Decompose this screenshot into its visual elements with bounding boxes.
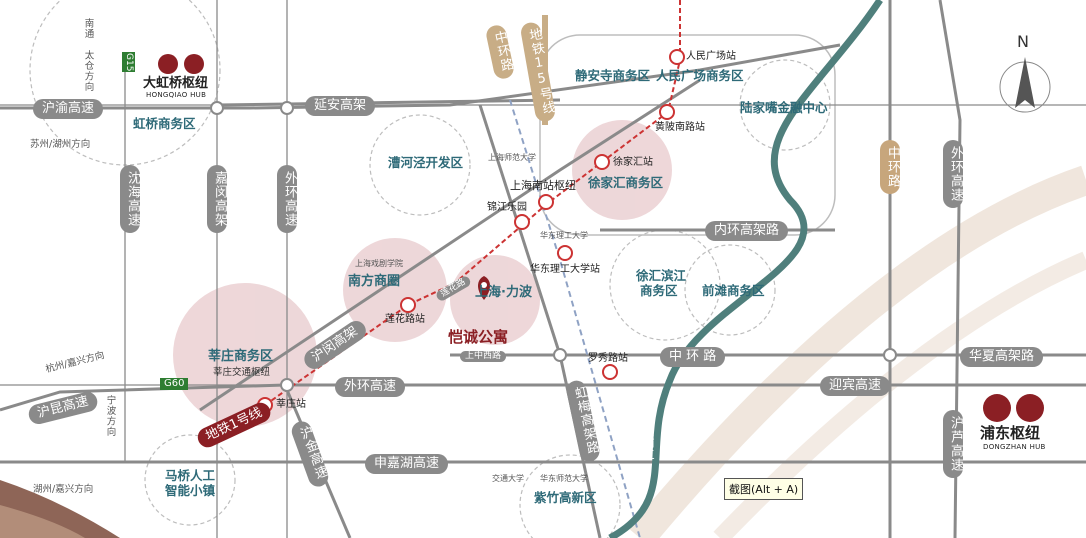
road-label-shenjiahu: 申嘉湖高速 <box>365 454 449 474</box>
station-xinzhuang[interactable]: 莘庄站 <box>276 399 306 410</box>
road-label-waihuan-v: 外环高速 <box>277 165 297 233</box>
poi-shsf: 上海师范大学 <box>488 153 536 162</box>
station-luoxiu[interactable]: 罗秀路站 <box>588 353 628 364</box>
station-renmin[interactable]: 人民广场站 <box>686 51 736 62</box>
zone-xuhui-2: 商务区 <box>640 283 678 298</box>
station-xujiahui[interactable]: 徐家汇站 <box>613 157 653 168</box>
river-label-huangpu: 黄浦江 <box>642 425 655 461</box>
road-label-waihuan-h: 外环高速 <box>335 377 406 397</box>
road-label-waihuan-east: 外环高速 <box>943 140 963 208</box>
zone-xinzhuang-hub: 莘庄交通枢纽 <box>213 367 271 378</box>
zone-hongqiao: 虹桥商务区 <box>133 116 196 131</box>
hub-hongqiao-name: 大虹桥枢纽 <box>143 76 209 91</box>
hub-pudong-name: 浦东枢纽 <box>980 424 1041 442</box>
project-pin-graphic <box>478 276 490 300</box>
road-shield-g60: G60 <box>160 378 189 390</box>
zone-qiantan: 前滩商务区 <box>702 283 765 298</box>
zone-nanfang: 南方商圈 <box>348 274 401 289</box>
road-label-jiamin: 嘉闵高架 <box>207 165 227 233</box>
poi-shxj: 上海戏剧学院 <box>355 259 403 268</box>
road-label-yanan: 延安高架 <box>305 96 376 116</box>
road-shield-g15: G15 <box>122 52 135 73</box>
direction-suzhou: 苏州/湖州方向 <box>30 139 91 150</box>
zone-caohejing: 漕河泾开发区 <box>388 155 464 170</box>
poi-hdlg: 华东理工大学 <box>540 231 588 240</box>
zone-xujiahui: 徐家汇商务区 <box>588 175 664 190</box>
direction-nantong-1: 南通 <box>82 18 94 39</box>
dash-circle-zizhu <box>519 454 621 538</box>
direction-ningbo: 宁波方向 <box>104 395 116 437</box>
hub-hongqiao-en: HONGQIAO HUB <box>146 91 207 99</box>
compass-north-label: N <box>1017 32 1029 51</box>
zone-xuhui-1: 徐汇滨江 <box>636 268 687 283</box>
zone-circle-libo <box>450 255 540 345</box>
station-shnan[interactable]: 上海南站枢纽 <box>510 179 576 192</box>
road-label-zhonghuan-2: 中环路 <box>880 140 900 194</box>
station-hualigong[interactable]: 华东理工大学站 <box>530 264 600 275</box>
project-name[interactable]: 恺诚公寓 <box>448 328 509 346</box>
screenshot-tooltip: 截图(Alt + A) <box>724 478 804 500</box>
direction-huzhou: 湖州/嘉兴方向 <box>33 484 94 495</box>
direction-nantong-2: 太仓方向 <box>82 50 94 92</box>
hub-pudong-en: DONGZHAN HUB <box>983 443 1046 451</box>
road-label-shangzhong: 上中西路 <box>460 351 507 363</box>
road-label-hulu: 沪芦高速 <box>943 410 963 478</box>
zone-maqiao-2: 智能小镇 <box>165 483 216 498</box>
dash-circle-xuhui <box>609 229 721 341</box>
dash-circle-qiantan <box>684 244 776 336</box>
pudong-hub-icons <box>983 394 1044 422</box>
road-humin <box>199 78 701 412</box>
road-label-zhonghuan-h: 中 环 路 <box>660 347 726 367</box>
dash-circle-caohejing <box>369 114 471 216</box>
poi-jtdx: 交通大学 <box>492 474 524 483</box>
road-yanan <box>216 98 561 107</box>
road-huyu <box>0 43 841 110</box>
hongqiao-hub-icons <box>158 54 204 74</box>
zone-circle-xujiahui <box>572 120 672 220</box>
zone-renmin: 人民广场商务区 <box>656 68 744 83</box>
road-waihuan-east <box>938 0 962 538</box>
road-label-neihuan: 内环高架路 <box>705 221 789 241</box>
zone-jingan: 静安寺商务区 <box>575 68 651 83</box>
zone-maqiao-1: 马桥人工 <box>165 468 216 483</box>
inner-ring-boundary <box>539 34 836 236</box>
zone-zizhu: 紫竹高新区 <box>534 490 597 505</box>
poi-hdsf: 华东师范大学 <box>540 474 588 483</box>
road-label-yingbin: 迎宾高速 <box>820 376 891 396</box>
metro-dashed-blue <box>509 99 641 538</box>
river-huangpu <box>608 0 883 538</box>
dash-circle-maqiao <box>144 434 236 526</box>
zone-circle-xinzhuang <box>173 283 317 427</box>
compass-graphic <box>999 57 1051 113</box>
road-label-huyu: 沪渝高速 <box>33 99 104 119</box>
decor-swirl-left-light <box>0 505 85 538</box>
zone-libo: 上海·力波 <box>475 285 532 300</box>
zone-xinzhuang: 莘庄商务区 <box>208 349 274 364</box>
station-huangpi[interactable]: 黄陂南路站 <box>655 122 705 133</box>
zone-lujiazui: 陆家嘴金融中心 <box>740 100 828 115</box>
station-jinjiang[interactable]: 锦江乐园 <box>487 202 527 213</box>
road-label-shenhai: 沈海高速 <box>120 165 140 233</box>
road-label-huaxia: 华夏高架路 <box>960 347 1044 367</box>
station-lianhua[interactable]: 莲花路站 <box>385 314 425 325</box>
